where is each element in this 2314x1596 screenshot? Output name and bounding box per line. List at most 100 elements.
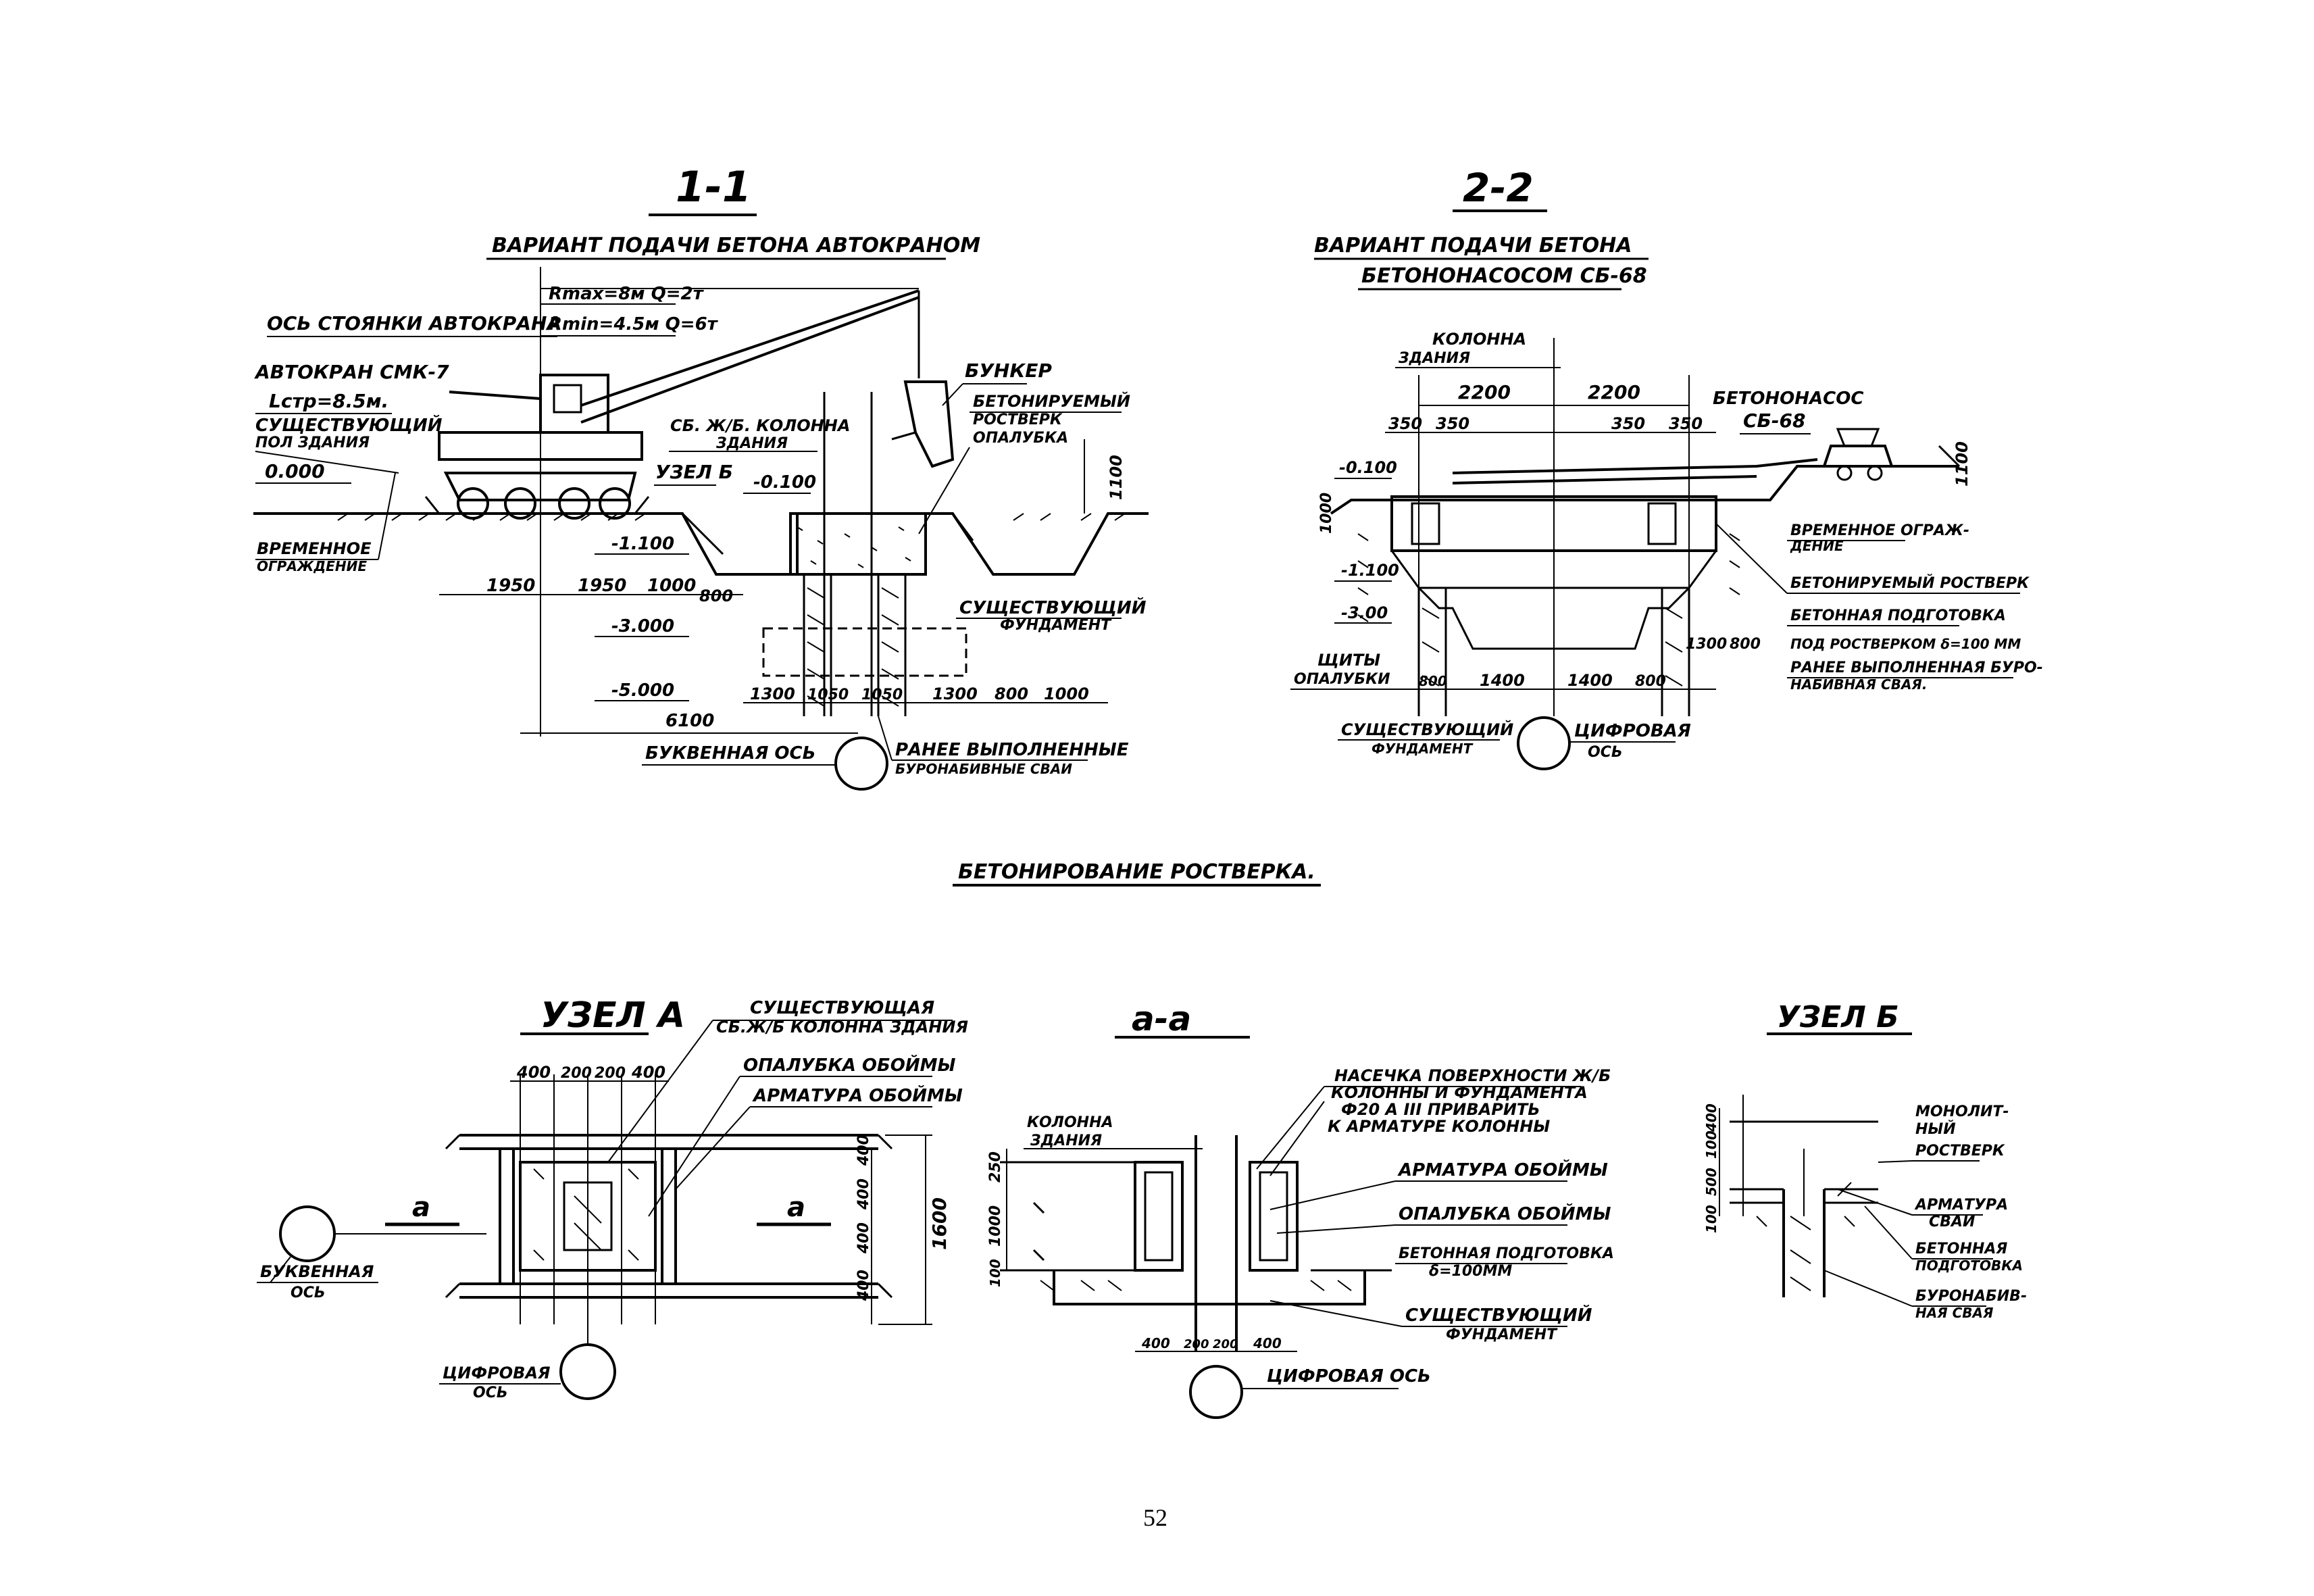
dim-800-22: 800 [1730,636,1761,653]
node-a-section-left: а [412,1192,430,1223]
section-aa-dim-1000: 1000 [987,1205,1004,1247]
level-m5000-1: -5.000 [611,680,674,701]
node-a: УЗЕЛ А СУЩЕСТВУЮЩАЯ СБ.Ж/Б КОЛОННА ЗДАНИ… [257,995,968,1401]
node-b-pile-1: БУРОНАБИВ- [1915,1288,2027,1305]
bunker-icon [891,380,955,468]
notch-1: НАСЕЧКА ПОВЕРХНОСТИ Ж/Б [1334,1066,1611,1085]
node-a-digit-axis-2: ОСЬ [473,1385,508,1401]
node-b-ref: УЗЕЛ Б [655,461,733,483]
node-a-letter-axis-1: БУКВЕННАЯ [260,1262,374,1281]
dim-350b: 350 [1436,414,1469,433]
node-b-monolith-2: НЫЙ [1915,1120,1956,1138]
dim-2200a: 2200 [1458,381,1511,403]
dim-1950a: 1950 [486,576,535,596]
node-b: УЗЕЛ Б 400 100 500 100 МОНОЛИТ- НЫЙ РОСТ… [1703,1000,2027,1321]
digit-axis-marker-22 [1517,716,1571,770]
node-a-dim-v400a: 400 [855,1134,872,1166]
dim-800b: 800 [995,684,1028,703]
section-a-a: а-а КОЛОННА ЗДАНИЯ НАСЕЧКА ПОВЕРХНОСТИ Ж… [987,999,1614,1419]
node-a-dim-v400d: 400 [855,1270,872,1301]
dim-1000-22: 1000 [1318,493,1335,534]
piles-22-1: РАНЕЕ ВЫПОЛНЕННАЯ БУРО- [1790,659,2043,676]
section-aa-rebar: АРМАТУРА ОБОЙМЫ [1397,1159,1608,1180]
node-a-dim-1600: 1600 [928,1197,951,1250]
dim-1400b-22: 1400 [1567,671,1613,690]
section-aa-column-1: КОЛОННА [1027,1114,1113,1131]
dim-6100: 6100 [665,711,714,731]
node-a-rebar: АРМАТУРА ОБОЙМЫ [752,1084,963,1106]
column-label-1: СБ. Ж/Б. КОЛОННА [670,416,850,435]
section-aa-prep-2: δ=100ММ [1429,1263,1512,1280]
node-a-digit-axis-marker [559,1343,616,1400]
section-aa-formwork: ОПАЛУБКА ОБОЙМЫ [1399,1203,1611,1224]
node-a-section-right: а [787,1192,805,1223]
crane-params-1: Rmax=8м Q=2т [549,284,705,304]
existing-floor-label-1: СУЩЕСТВУЮЩИЙ [255,414,443,436]
bunker-label: БУНКЕР [965,359,1052,382]
node-a-formwork: ОПАЛУБКА ОБОЙМЫ [743,1054,956,1076]
node-a-title: УЗЕЛ А [540,995,685,1036]
main-caption: БЕТОНИРОВАНИЕ РОСТВЕРКА. [953,860,1321,887]
section-2-2-title-1: ВАРИАНТ ПОДАЧИ БЕТОНА [1314,234,1632,257]
dim-1300a: 1300 [750,684,795,703]
existing-found-label-2: ФУНДАМЕНТ [1000,617,1112,634]
temp-fence-label-1: ВРЕМЕННОЕ [257,539,372,558]
section-a-a-title: а-а [1132,999,1191,1039]
notch-3: Ф20 А III ПРИВАРИТЬ [1341,1100,1540,1119]
node-b-monolith-1: МОНОЛИТ- [1915,1103,2009,1120]
temp-fence-22-1: ВРЕМЕННОЕ ОГРАЖ- [1790,522,1969,539]
dim-350d: 350 [1669,414,1703,433]
section-1-1-title: ВАРИАНТ ПОДАЧИ БЕТОНА АВТОКРАНОМ [492,234,980,257]
dim-2200b: 2200 [1588,381,1640,403]
shields-label-1: ЩИТЫ [1317,651,1380,670]
section-aa-dim-100: 100 [987,1259,1003,1287]
level-0-label: 0.000 [265,460,325,482]
section-aa-digit-axis-marker [1189,1365,1243,1419]
dim-1300b: 1300 [932,684,978,703]
node-b-dim-100b: 100 [1703,1205,1719,1233]
section-aa-dim-b400a: 400 [1141,1335,1170,1351]
section-aa-dim-250: 250 [987,1151,1004,1182]
section-2-2: 2-2 ВАРИАНТ ПОДАЧИ БЕТОНА БЕТОНОНАСОСОМ … [1290,165,2043,770]
pump-label-2: СБ-68 [1743,409,1805,432]
node-b-pile-2: НАЯ СВАЯ [1915,1305,1993,1321]
node-b-monolith-3: РОСТВЕРК [1915,1143,2005,1159]
dim-1300-22: 1300 [1686,636,1727,653]
section-aa-dim-b400b: 400 [1253,1335,1282,1351]
dim-800b-22: 800 [1419,673,1447,689]
letter-axis-label: БУКВЕННАЯ ОСЬ [645,743,815,764]
section-aa-existing-found-2: ФУНДАМЕНТ [1446,1326,1558,1343]
dim-1050b: 1050 [861,687,903,703]
pump-label-1: БЕТОНОНАСОС [1713,389,1863,409]
column-label-22-1: КОЛОННА [1432,330,1526,349]
node-b-dim-100a: 100 [1703,1130,1719,1159]
section-aa-existing-found-1: СУЩЕСТВУЮЩИЙ [1405,1304,1592,1326]
concreted-label-1: БЕТОНИРУЕМЫЙ [973,391,1130,411]
node-a-dim-200b: 200 [595,1065,626,1082]
notch-4: К АРМАТУРЕ КОЛОННЫ [1328,1117,1550,1136]
dim-1000b: 1000 [1044,684,1089,703]
level-m1100-22: -1.100 [1341,561,1399,580]
temp-fence-label-2: ОГРАЖДЕНИЕ [257,558,367,574]
node-b-rebar-1: АРМАТУРА [1914,1197,2008,1214]
level-m0100-22: -0.100 [1339,458,1397,477]
dim-1950b: 1950 [578,576,626,596]
piles-label-1: РАНЕЕ ВЫПОЛНЕННЫЕ [895,740,1129,760]
page-number: 52 [1143,1504,1167,1531]
crane-icon [424,289,920,520]
section-aa-dim-b200b: 200 [1213,1337,1238,1351]
dim-800c-22: 800 [1635,673,1666,690]
section-2-2-mark: 2-2 [1463,165,1534,211]
dim-350a: 350 [1388,414,1422,433]
existing-found-22-1: СУЩЕСТВУЮЩИЙ [1341,720,1513,739]
node-b-rebar-2: СВАИ [1929,1214,1975,1230]
section-aa-digit-axis: ЦИФРОВАЯ ОСЬ [1267,1366,1431,1387]
column-label-2: ЗДАНИЯ [715,435,788,452]
node-a-letter-axis-marker [279,1205,336,1262]
digit-axis-22-1: ЦИФРОВАЯ [1574,721,1691,741]
dim-1400a-22: 1400 [1480,671,1525,690]
node-a-dim-200a: 200 [561,1065,592,1082]
piles-group [762,574,967,716]
section-aa-prep-1: БЕТОННАЯ ПОДГОТОВКА [1399,1245,1614,1262]
